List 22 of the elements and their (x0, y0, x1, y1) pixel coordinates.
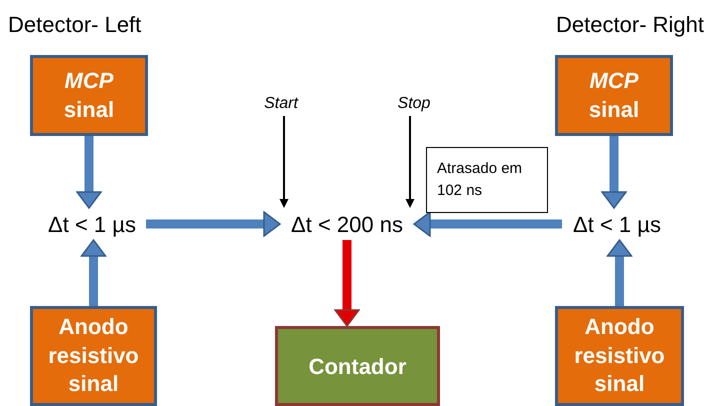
arrow (413, 211, 562, 237)
arrow (280, 116, 288, 208)
condition-text: Δt < 200 ns (280, 208, 414, 240)
condition-text: Δt < 1 µs (562, 208, 672, 240)
arrow (601, 136, 627, 209)
signal-box: Anodo resistivo sinal (30, 306, 157, 406)
signal-box: MCP sinal (30, 55, 148, 136)
signal-box: MCP sinal (555, 55, 673, 136)
signal-label: Start (258, 92, 304, 116)
arrow (334, 240, 360, 327)
condition-text: Δt < 1 µs (38, 208, 146, 240)
signal-box: Anodo resistivo sinal (555, 306, 684, 406)
detector-heading: Detector- Left (8, 11, 142, 39)
counter-box: Contador (275, 326, 440, 406)
note-box: Atrasado em 102 ns (426, 147, 548, 213)
signal-label: Stop (392, 92, 436, 116)
detector-heading: Detector- Right (556, 11, 704, 39)
arrow (76, 136, 102, 209)
arrow (146, 211, 281, 237)
arrow (406, 116, 414, 208)
arrow (606, 239, 632, 306)
arrow (80, 239, 106, 306)
